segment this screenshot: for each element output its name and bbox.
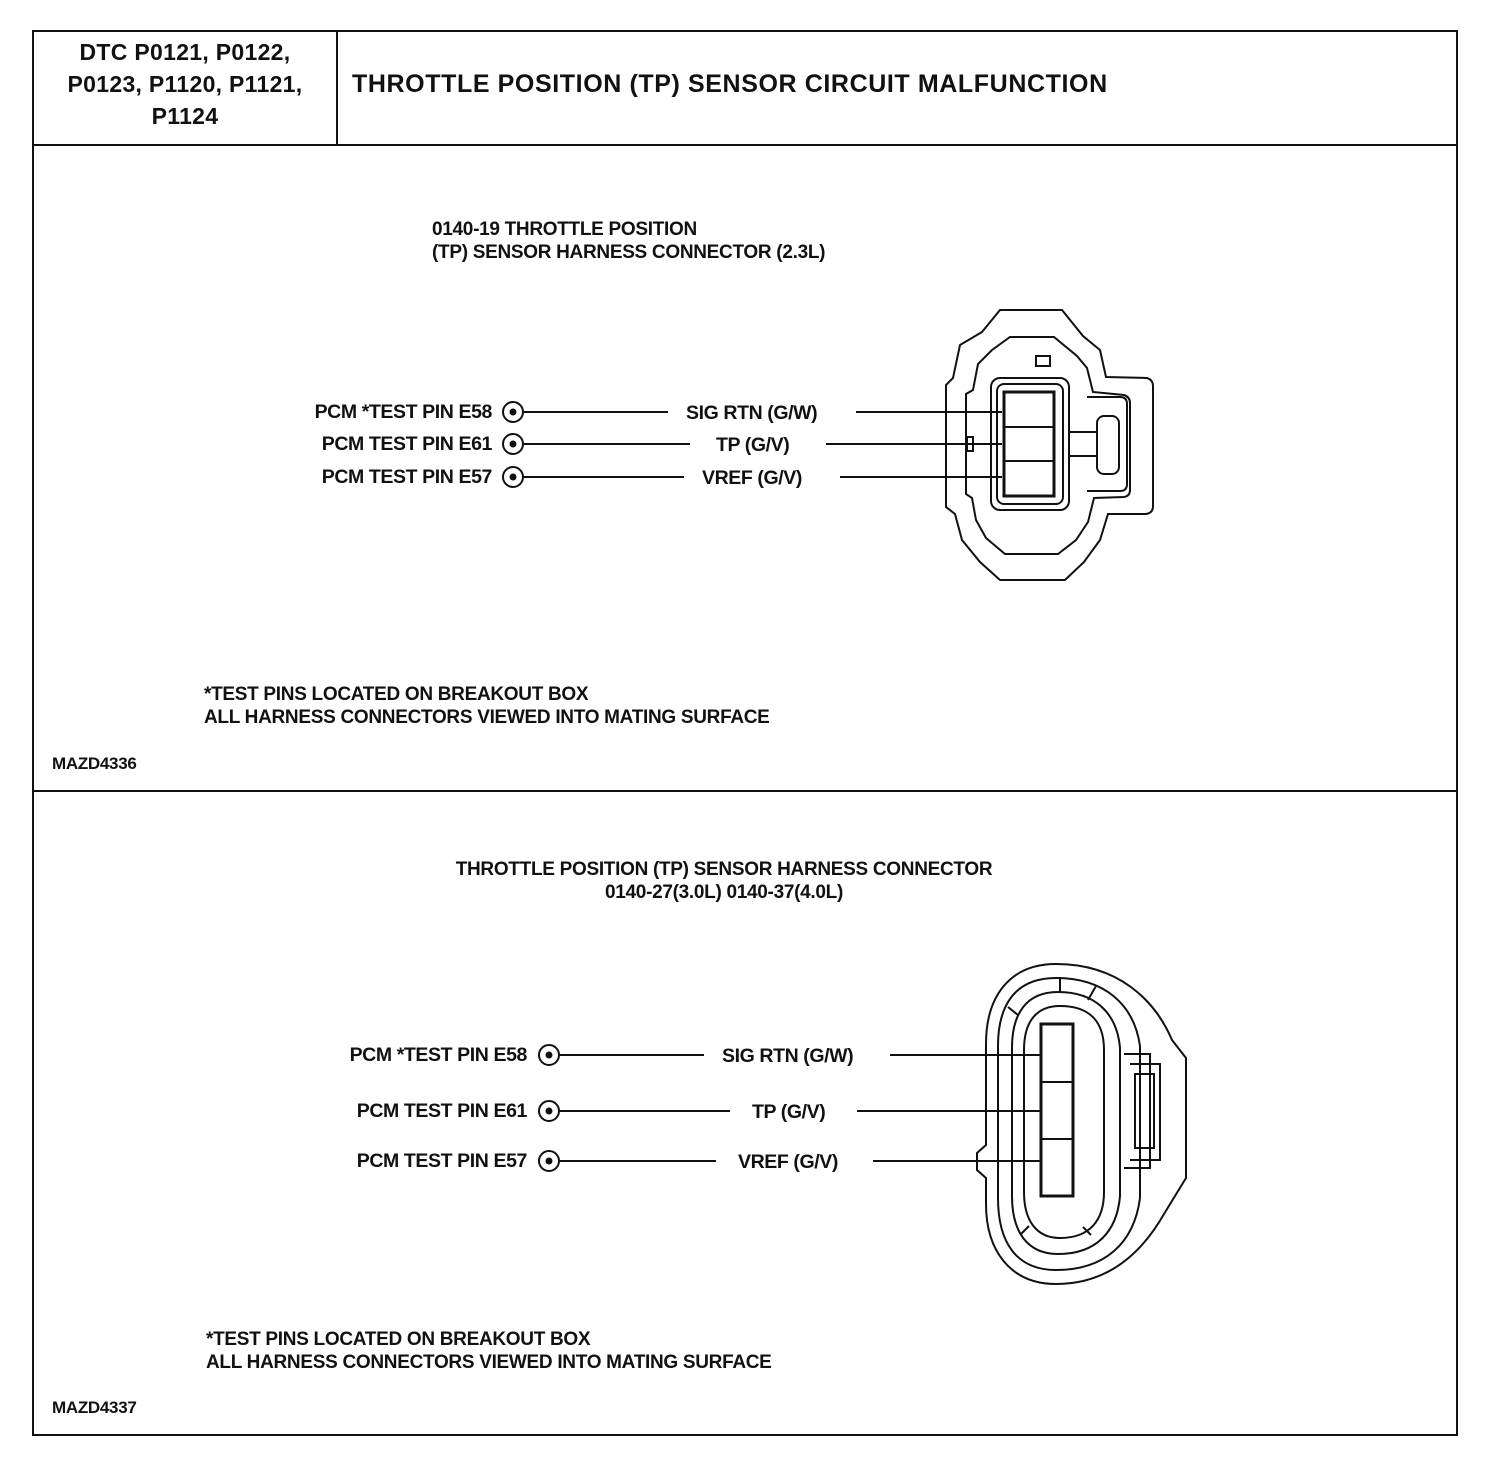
dtc-line: P0123, P1120, P1121,	[67, 71, 303, 97]
panel2-note: ALL HARNESS CONNECTORS VIEWED INTO MATIN…	[206, 1352, 772, 1373]
panel2-title-line: 0140-27(3.0L) 0140-37(4.0L)	[605, 882, 843, 903]
panel1-circuit-sig-rtn: SIG RTN (G/W)	[686, 402, 818, 424]
panel1-figure-code: MAZD4336	[52, 754, 137, 773]
panel1-test-pin-e57: PCM TEST PIN E57	[321, 466, 493, 488]
panel1-test-pin-terminal-e61	[502, 433, 524, 455]
panel1-connector-body	[945, 309, 1154, 581]
panel2-notes: *TEST PINS LOCATED ON BREAKOUT BOX ALL H…	[206, 1328, 772, 1374]
panel2-test-pin-e61: PCM TEST PIN E61	[356, 1100, 528, 1122]
panel2-note: *TEST PINS LOCATED ON BREAKOUT BOX	[206, 1329, 591, 1350]
panel1-note: ALL HARNESS CONNECTORS VIEWED INTO MATIN…	[204, 707, 770, 728]
panel2-figure-code: MAZD4337	[52, 1398, 137, 1417]
panel1-title: 0140-19 THROTTLE POSITION (TP) SENSOR HA…	[432, 218, 825, 264]
panel1-circuit-vref: VREF (G/V)	[702, 467, 803, 489]
panel2-test-pin-terminal-e57	[538, 1150, 560, 1172]
panel2-circuit-vref: VREF (G/V)	[738, 1151, 839, 1173]
page-title: THROTTLE POSITION (TP) SENSOR CIRCUIT MA…	[352, 70, 1108, 98]
panel1-test-pin-terminal-e57	[502, 466, 524, 488]
dtc-line: P1124	[151, 103, 219, 129]
panel2-test-pin-terminal-e58	[538, 1044, 560, 1066]
panel2-circuit-tp: TP (G/V)	[752, 1101, 826, 1123]
panel1-note: *TEST PINS LOCATED ON BREAKOUT BOX	[204, 684, 589, 705]
panel1-test-pin-terminal-e58	[502, 401, 524, 423]
panel1-title-line: 0140-19 THROTTLE POSITION	[432, 219, 697, 240]
panel1-notes: *TEST PINS LOCATED ON BREAKOUT BOX ALL H…	[204, 683, 770, 729]
panel2-test-pin-e58: PCM *TEST PIN E58	[349, 1044, 528, 1066]
panel2-test-pin-e57: PCM TEST PIN E57	[356, 1150, 528, 1172]
dtc-line: DTC P0121, P0122,	[79, 39, 291, 65]
panel1-circuit-tp: TP (G/V)	[716, 434, 790, 456]
panel1-test-pin-e58: PCM *TEST PIN E58	[314, 401, 493, 423]
panel2-test-pin-terminal-e61	[538, 1100, 560, 1122]
panel2-circuit-sig-rtn: SIG RTN (G/W)	[722, 1045, 854, 1067]
panel1-test-pin-e61: PCM TEST PIN E61	[321, 433, 493, 455]
panel1-title-line: (TP) SENSOR HARNESS CONNECTOR (2.3L)	[432, 242, 826, 263]
panel2-title: THROTTLE POSITION (TP) SENSOR HARNESS CO…	[374, 858, 1074, 904]
panel2-connector-body	[976, 962, 1187, 1286]
panel2-title-line: THROTTLE POSITION (TP) SENSOR HARNESS CO…	[455, 859, 993, 880]
panel-3-0l-4-0l-connector	[32, 790, 1458, 1436]
dtc-codes: DTC P0121, P0122, P0123, P1120, P1121, P…	[36, 36, 334, 132]
